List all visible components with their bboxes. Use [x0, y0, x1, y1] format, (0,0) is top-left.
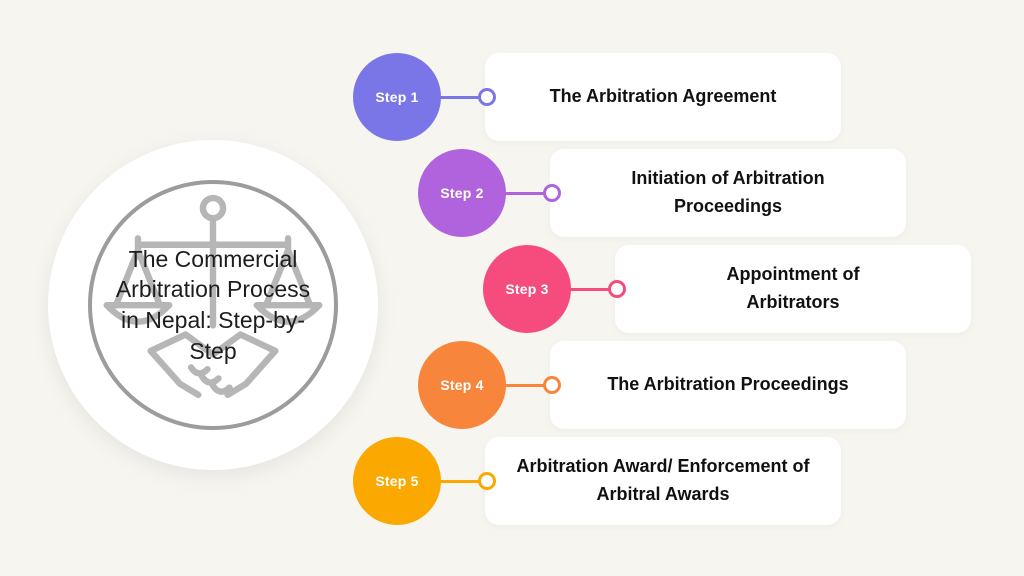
step-4-title: The Arbitration Proceedings: [607, 374, 849, 395]
step-2-badge: Step 2: [418, 149, 506, 237]
step-3-label: Step 3: [505, 281, 549, 297]
step-5-title: Arbitration Award/ Enforcement of Arbitr…: [516, 456, 810, 504]
step-1-card: The Arbitration Agreement: [485, 53, 841, 141]
step-2-title: Initiation of Arbitration Proceedings: [631, 168, 825, 216]
step-4-card: The Arbitration Proceedings: [550, 341, 906, 429]
connector-ring-icon: [478, 88, 496, 106]
connector-ring-icon: [608, 280, 626, 298]
step-row-3: Step 3 Appointment of Arbitrators: [483, 241, 971, 337]
connector-line: [569, 287, 611, 291]
step-5-badge: Step 5: [353, 437, 441, 525]
connector-line: [439, 479, 481, 483]
connector-line: [504, 191, 546, 195]
connector-ring-icon: [478, 472, 496, 490]
step-3-title: Appointment of Arbitrators: [726, 264, 860, 312]
step-4-label: Step 4: [440, 377, 484, 393]
step-row-5: Step 5 Arbitration Award/ Enforcement of…: [353, 433, 841, 529]
step-row-2: Step 2 Initiation of Arbitration Proceed…: [418, 145, 906, 241]
step-1-badge: Step 1: [353, 53, 441, 141]
step-5-label: Step 5: [375, 473, 419, 489]
step-4-badge: Step 4: [418, 341, 506, 429]
hero-circle: The Commercial Arbitration Process in Ne…: [48, 140, 378, 470]
connector-line: [439, 95, 481, 99]
connector-line: [504, 383, 546, 387]
step-1-title: The Arbitration Agreement: [549, 86, 777, 107]
connector-ring-icon: [543, 376, 561, 394]
hero-title: The Commercial Arbitration Process in Ne…: [115, 245, 311, 364]
step-row-1: Step 1 The Arbitration Agreement: [353, 49, 841, 145]
scales-of-justice-handshake-icon: [103, 194, 323, 399]
step-row-4: Step 4 The Arbitration Proceedings: [418, 337, 906, 433]
step-3-badge: Step 3: [483, 245, 571, 333]
step-2-label: Step 2: [440, 185, 484, 201]
step-1-label: Step 1: [375, 89, 419, 105]
step-5-card: Arbitration Award/ Enforcement of Arbitr…: [485, 437, 841, 525]
step-3-card: Appointment of Arbitrators: [615, 245, 971, 333]
step-2-card: Initiation of Arbitration Proceedings: [550, 149, 906, 237]
connector-ring-icon: [543, 184, 561, 202]
hero-ring: [88, 180, 338, 430]
